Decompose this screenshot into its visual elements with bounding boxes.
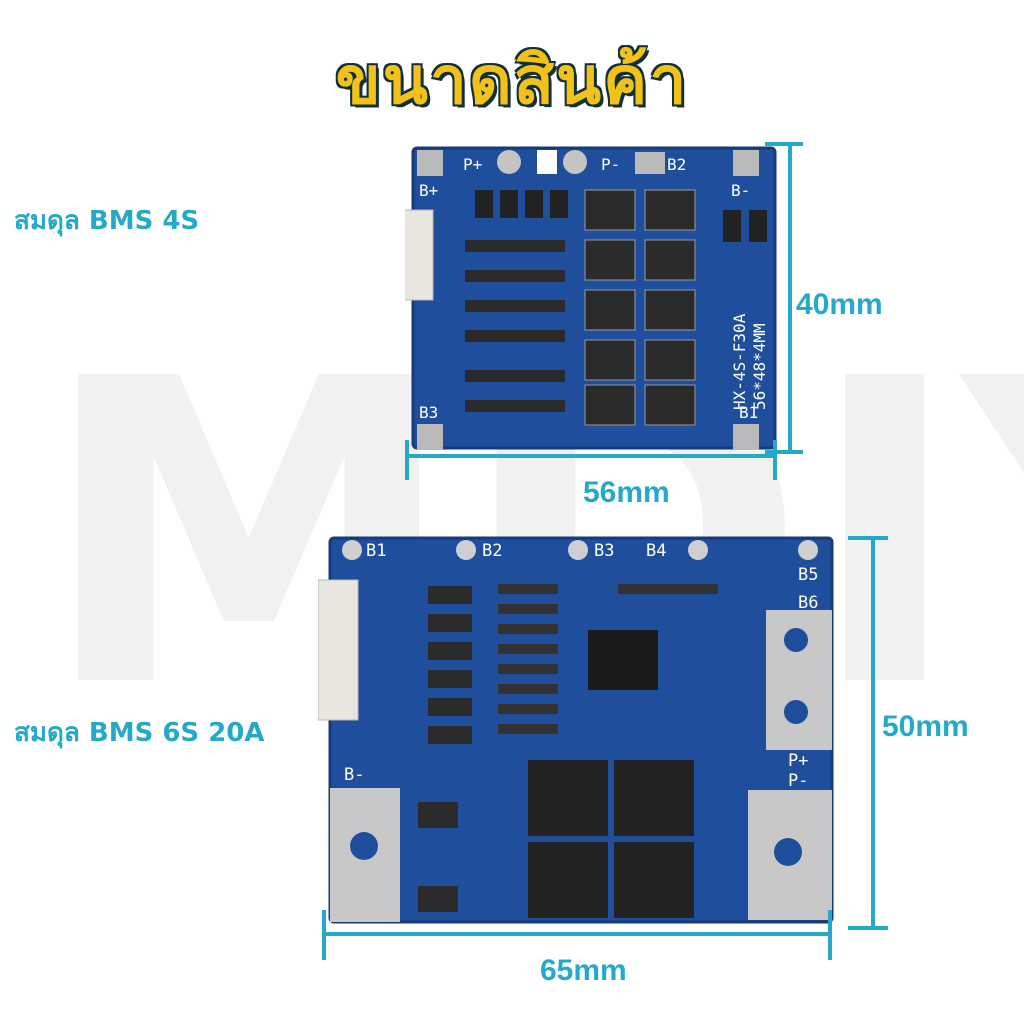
board2-pad-b6: B6 [798,593,818,613]
board2-pad-b-minus: B- [344,765,364,785]
board2-pad-b3: B3 [594,541,614,561]
board1-width-label: 56mm [583,476,670,509]
board2-pad-b1: B1 [366,541,386,561]
board2-height-label: 50mm [882,710,969,743]
board1-marking: HX-4S-F30A [730,313,749,410]
board1-pad-p-minus: P- [601,155,620,174]
board2-pad-b2: B2 [482,541,502,561]
board1-caption: สมดุล BMS 4S [14,206,200,236]
board2-pad-b5: B5 [798,565,818,585]
board2-pad-b4: B4 [646,541,666,561]
board1-pad-b3: B3 [419,403,438,422]
board1-height-label: 40mm [796,288,883,321]
board1-pad-b-plus: B+ [419,181,438,200]
board2-pad-p-plus: P+ [788,751,808,771]
page-title: ขนาดสินค้า [335,42,689,119]
board1-image: B+ P+ P- B2 B- B3 B1 HX-4S-F30A 56*48*4M… [405,142,803,480]
board2-caption: สมดุล BMS 6S 20A [14,718,265,748]
board2-pad-p-minus: P- [788,771,808,791]
board1-pad-b-minus: B- [731,181,750,200]
board1-pad-b1: B1 [739,403,758,422]
board1-pad-b2: B2 [667,155,686,174]
board2-width-label: 65mm [540,954,627,987]
board1-pad-p-plus: P+ [463,155,482,174]
board2-image: B1 B2 B3 B4 B5 B6 B- P+ P- [318,536,888,960]
board1-size-marking: 56*48*4MM [750,323,769,410]
